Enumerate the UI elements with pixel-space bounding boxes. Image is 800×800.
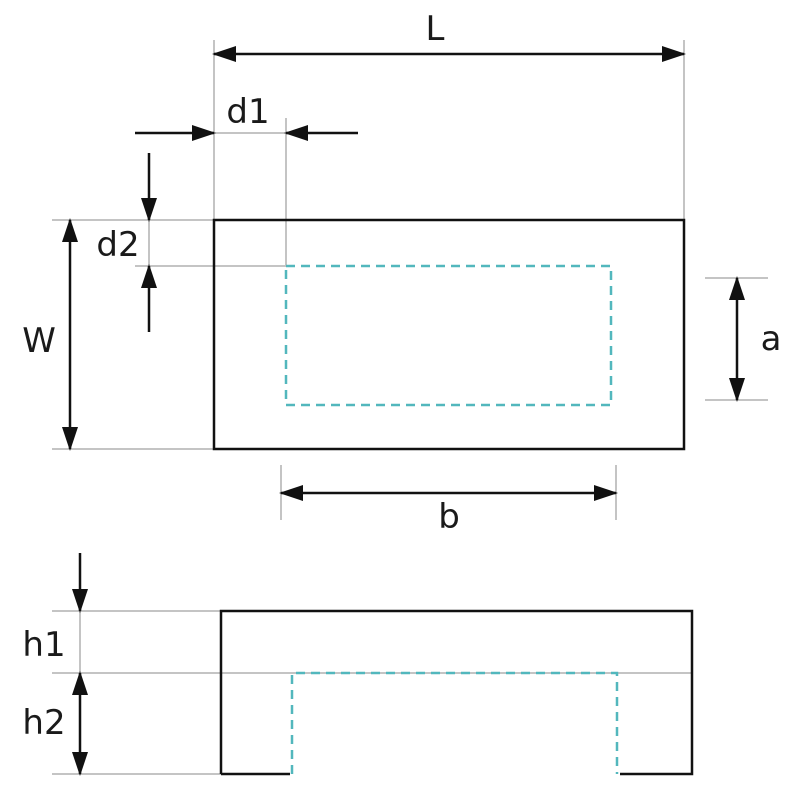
outer-body-outline: [212, 218, 686, 451]
side-view: h1 h2: [22, 553, 694, 776]
label-h2: h2: [22, 703, 65, 743]
label-b: b: [438, 497, 460, 537]
side-profile-outline: [219, 609, 694, 776]
label-a: a: [761, 319, 782, 359]
inner-cavity-hidden-outline: [284, 264, 613, 407]
top-view: L d1 d2 W a b: [22, 9, 781, 537]
label-L: L: [426, 9, 445, 49]
label-d2: d2: [96, 225, 139, 265]
label-d1: d1: [226, 92, 269, 132]
side-cavity-hidden-outline: [290, 671, 619, 774]
label-h1: h1: [22, 625, 65, 665]
label-W: W: [22, 321, 56, 361]
